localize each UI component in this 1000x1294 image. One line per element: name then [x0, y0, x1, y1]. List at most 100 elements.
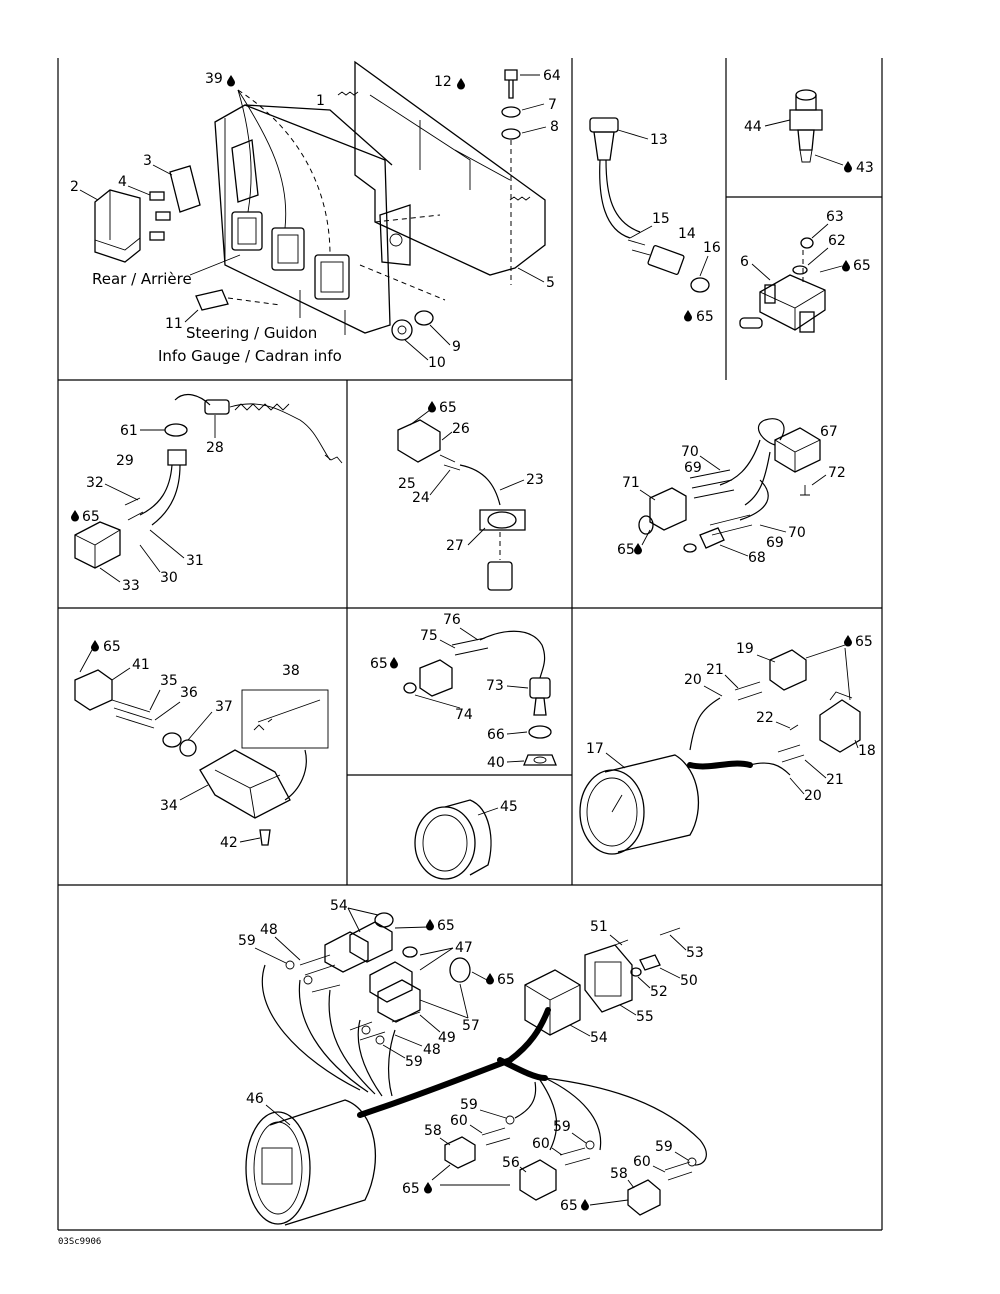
panel-h-labels: 65 41 38 35 36 37 34 42	[79, 639, 300, 851]
console-housing-assembly	[94, 60, 546, 341]
callout-33: 33	[122, 578, 140, 594]
callout-65: 65	[853, 258, 871, 274]
callout-16: 16	[703, 240, 721, 256]
callout-24: 24	[412, 490, 430, 506]
oil-drop-icon	[844, 635, 852, 647]
callout-74: 74	[455, 707, 473, 723]
gauge-ring-45	[414, 799, 492, 880]
callout-65: 65	[560, 1198, 578, 1214]
panel-k-labels: 19 65 21 20 22 18 17 21 20	[586, 634, 876, 804]
callout-59: 59	[553, 1119, 571, 1135]
callout-9: 9	[452, 339, 461, 355]
callout-58: 58	[424, 1123, 442, 1139]
callout-25: 25	[398, 476, 416, 492]
speed-sensor-assembly	[74, 393, 343, 569]
callout-51: 51	[590, 919, 608, 935]
callout-11: 11	[165, 316, 183, 332]
panel-g-labels: 67 70 69 72 71 70 69 65 68	[617, 424, 846, 566]
panel-b-labels: 13 15 14 16 65	[617, 129, 721, 325]
callout-60: 60	[450, 1113, 468, 1129]
callout-42: 42	[220, 835, 238, 851]
oil-drop-icon	[842, 260, 850, 272]
callout-20: 20	[684, 672, 702, 688]
callout-26: 26	[452, 421, 470, 437]
water-temp-sensor-44	[789, 89, 823, 163]
panel-f-labels: 65 26 25 24 23 27	[398, 400, 544, 554]
callout-68: 68	[748, 550, 766, 566]
oil-drop-icon	[91, 640, 99, 652]
callout-47: 47	[455, 940, 473, 956]
callout-8: 8	[550, 119, 559, 135]
tilt-sensor-assembly	[74, 669, 329, 846]
callout-65: 65	[370, 656, 388, 672]
temperature-sensor-assembly	[589, 117, 710, 293]
callout-65: 65	[437, 918, 455, 934]
callout-30: 30	[160, 570, 178, 586]
panel-c-labels: 44 43	[744, 119, 874, 176]
callout-56: 56	[502, 1155, 520, 1171]
callout-36: 36	[180, 685, 198, 701]
callout-70: 70	[788, 525, 806, 541]
oil-drop-icon	[424, 1182, 432, 1194]
callout-2: 2	[70, 179, 79, 195]
callout-3: 3	[143, 153, 152, 169]
caption-info-gauge: Info Gauge / Cadran info	[158, 347, 342, 365]
callout-10: 10	[428, 355, 446, 371]
panel-a-labels: 39 1 12 64 7 8 3 4 2 5 Rear / Arrière 11…	[70, 68, 561, 371]
callout-38: 38	[282, 663, 300, 679]
callout-67: 67	[820, 424, 838, 440]
callout-40: 40	[487, 755, 505, 771]
oil-drop-icon	[426, 919, 434, 931]
callout-60: 60	[532, 1136, 550, 1152]
callout-66: 66	[487, 727, 505, 743]
callout-21: 21	[706, 662, 724, 678]
callout-34: 34	[160, 798, 178, 814]
oil-drop-icon	[844, 161, 852, 173]
callout-65: 65	[617, 542, 635, 558]
callout-50: 50	[680, 973, 698, 989]
callout-75: 75	[420, 628, 438, 644]
callout-61: 61	[120, 423, 138, 439]
caption-rear: Rear / Arrière	[92, 270, 192, 288]
panel-i-labels: 76 75 65 73 74 66 40	[370, 612, 529, 771]
callout-73: 73	[486, 678, 504, 694]
callout-59: 59	[460, 1097, 478, 1113]
tachometer-17-assembly	[579, 649, 861, 855]
callout-60: 60	[633, 1154, 651, 1170]
callout-21: 21	[826, 772, 844, 788]
panel-d-labels: 63 62 65 6	[740, 209, 871, 281]
callout-59: 59	[655, 1139, 673, 1155]
callout-65: 65	[855, 634, 873, 650]
callout-69: 69	[766, 535, 784, 551]
callout-29: 29	[116, 453, 134, 469]
callout-65: 65	[696, 309, 714, 325]
callout-15: 15	[652, 211, 670, 227]
callout-65: 65	[402, 1181, 420, 1197]
callout-18: 18	[858, 743, 876, 759]
oil-drop-icon	[390, 657, 398, 669]
callout-19: 19	[736, 641, 754, 657]
callout-13: 13	[650, 132, 668, 148]
callout-59: 59	[405, 1054, 423, 1070]
callout-5: 5	[546, 275, 555, 291]
solenoid-valve-6	[739, 237, 826, 333]
oil-drop-icon	[634, 543, 642, 555]
callout-14: 14	[678, 226, 696, 242]
callout-44: 44	[744, 119, 762, 135]
drawing-code: 03Sc9906	[58, 1237, 101, 1247]
panel-l-labels: 54 65 48 59 47 65 57 49 48 59 51 53 52 5…	[238, 898, 704, 1214]
callout-27: 27	[446, 538, 464, 554]
connector-73-assembly	[403, 630, 557, 766]
callout-72: 72	[828, 465, 846, 481]
oil-drop-icon	[581, 1199, 589, 1211]
callout-7: 7	[548, 97, 557, 113]
callout-63: 63	[826, 209, 844, 225]
callout-35: 35	[160, 673, 178, 689]
callout-52: 52	[650, 984, 668, 1000]
callout-46: 46	[246, 1091, 264, 1107]
callout-59: 59	[238, 933, 256, 949]
oil-drop-icon	[71, 510, 79, 522]
callout-22: 22	[756, 710, 774, 726]
panel-frames	[57, 58, 883, 1231]
